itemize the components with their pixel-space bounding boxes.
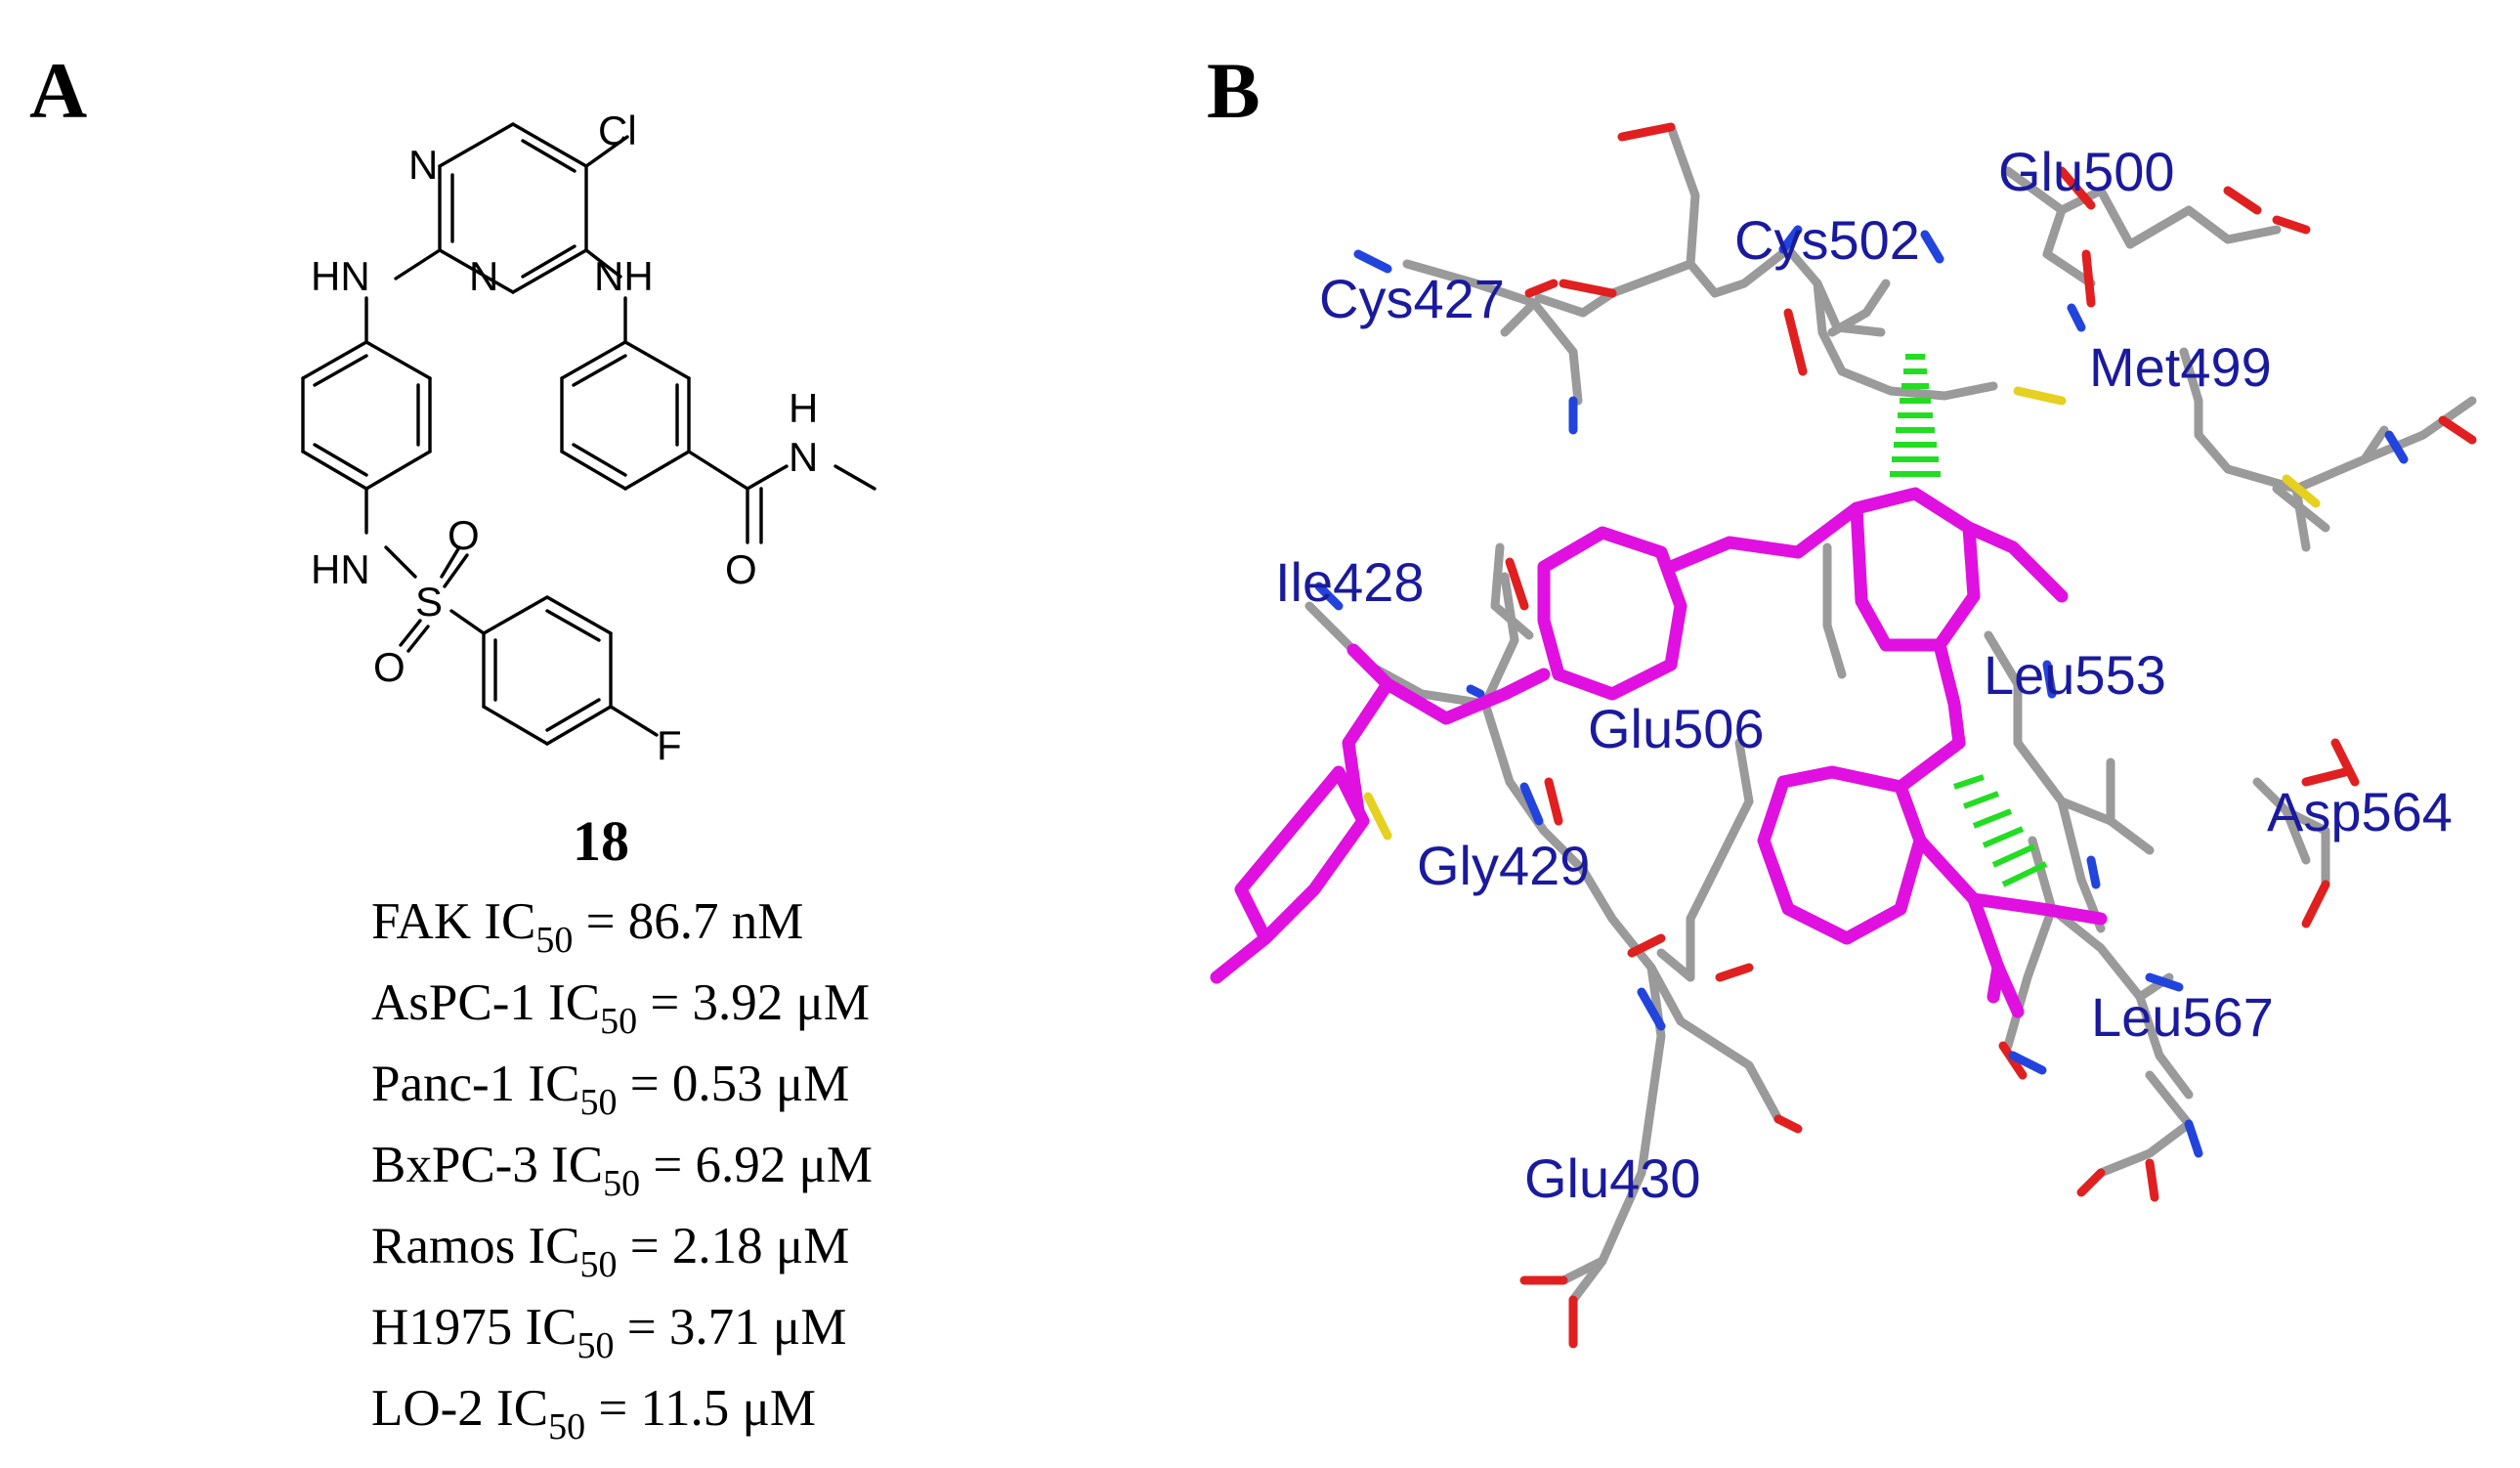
residue-labels: Glu500 Cys502 Cys427 Met499 Ile428 Leu55… xyxy=(1275,141,2453,1209)
fluorophenyl-ring xyxy=(482,595,659,746)
residue-sticks xyxy=(1304,122,2477,1305)
pyrimidine-ring xyxy=(438,122,588,294)
atom-fluorine: F xyxy=(657,722,682,768)
oxygen-sticks xyxy=(1505,122,2477,1349)
activity-row: AsPC-1 IC50 = 3.92 μM xyxy=(371,974,870,1042)
residue-label: Glu500 xyxy=(1998,141,2175,202)
activity-row: Panc-1 IC50 = 0.53 μM xyxy=(371,1056,849,1123)
atom-amide-h: H xyxy=(789,385,818,431)
sulfur-sticks xyxy=(1363,386,2321,841)
docking-pose: Glu500 Cys502 Cys427 Met499 Ile428 Leu55… xyxy=(1210,122,2477,1349)
activity-row: LO-2 IC50 = 11.5 μM xyxy=(371,1380,816,1447)
residue-label: Ile428 xyxy=(1275,551,1425,613)
activity-list: FAK IC50 = 86.7 nM AsPC-1 IC50 = 3.92 μM… xyxy=(371,893,873,1447)
activity-row: Ramos IC50 = 2.18 μM xyxy=(371,1218,849,1285)
right-phenyl-ring xyxy=(560,296,691,491)
ligand xyxy=(1210,487,2108,1018)
nitrogen-sticks xyxy=(1314,225,2409,1158)
activity-row: FAK IC50 = 86.7 nM xyxy=(371,893,803,961)
compound-number: 18 xyxy=(573,809,629,873)
residue-label: Leu553 xyxy=(1984,644,2166,706)
panel-a-letter: A xyxy=(29,46,87,135)
residue-label: Cys502 xyxy=(1734,209,1920,271)
atom-amide-o: O xyxy=(725,546,757,592)
atom-hn-left: HN xyxy=(311,253,370,299)
atom-n-top: N xyxy=(408,142,438,188)
residue-label: Cys427 xyxy=(1319,268,1505,329)
atom-hn-sulfonamide: HN xyxy=(311,546,370,592)
activity-row: H1975 IC50 = 3.71 μM xyxy=(371,1299,846,1366)
atom-sulfonyl-o-bottom: O xyxy=(373,644,406,690)
residue-label: Glu430 xyxy=(1524,1147,1701,1209)
atom-n-bottom: N xyxy=(469,253,498,299)
atom-nh-right: NH xyxy=(594,253,654,299)
panel-b-letter: B xyxy=(1207,46,1260,135)
panel-a: A xyxy=(29,46,876,1447)
atom-chlorine: Cl xyxy=(598,108,637,153)
residue-label: Leu567 xyxy=(2091,986,2274,1048)
amide-group xyxy=(687,450,876,544)
residue-label: Glu506 xyxy=(1588,698,1765,759)
left-phenyl-ring xyxy=(301,296,432,535)
atom-sulfur: S xyxy=(415,579,443,625)
activity-row: BxPC-3 IC50 = 6.92 μM xyxy=(371,1137,873,1204)
hydrogen-bonds xyxy=(1890,354,2048,887)
residue-label: Asp564 xyxy=(2267,781,2453,842)
atom-amide-n: N xyxy=(789,434,818,480)
residue-label: Met499 xyxy=(2089,336,2272,398)
atom-sulfonyl-o-top: O xyxy=(448,512,480,558)
panel-b: B xyxy=(1207,46,2477,1349)
sulfonamide-group xyxy=(384,545,486,653)
residue-label: Gly429 xyxy=(1417,835,1590,896)
chemical-structure: N Cl HN N NH H N O HN O S O F xyxy=(301,108,876,768)
